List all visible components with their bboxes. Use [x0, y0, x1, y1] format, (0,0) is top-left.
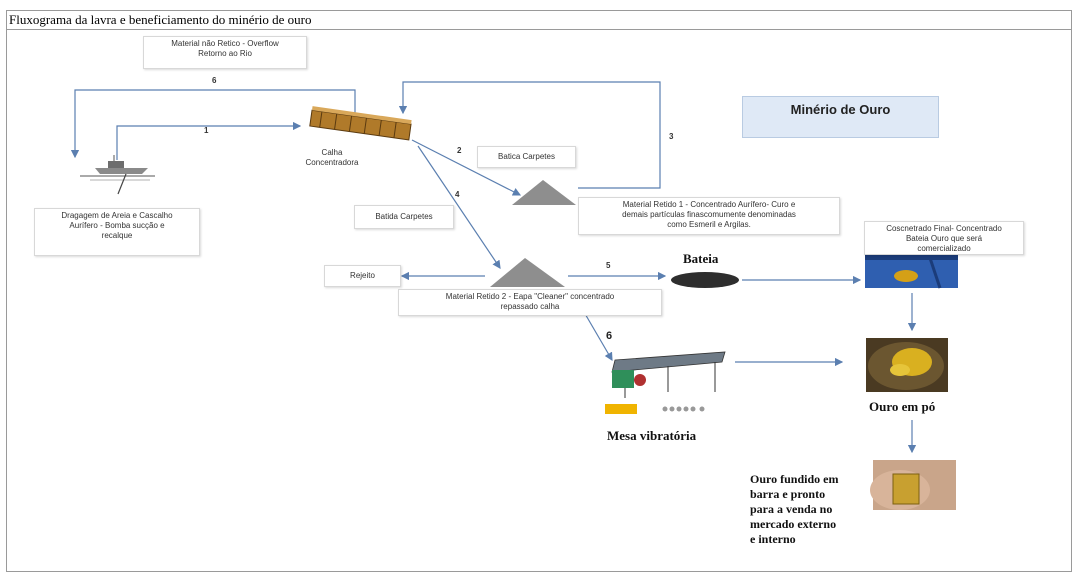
retido-2-box: Material Retido 2 - Eapa "Cleaner" conce… — [398, 289, 662, 316]
dredge-text-2: Aurífero - Bomba sucção e — [69, 221, 165, 230]
retido-2-text-2: repassado calha — [500, 302, 560, 311]
ouro-po-label: Ouro em pó — [869, 399, 936, 414]
final-text-2: Bateia Ouro que será — [905, 234, 983, 243]
retido-1-text-3: como Esmeril e Argilas. — [667, 220, 751, 229]
overflow-text-2: Retorno ao Rio — [198, 49, 252, 58]
step-1: 1 — [204, 126, 209, 135]
rejeito-box: Rejeito — [324, 265, 401, 287]
diagram-frame — [6, 10, 1072, 572]
step-6-top: 6 — [212, 76, 217, 85]
retido-1-text-1: Material Retido 1 - Concentrado Aurífero… — [622, 200, 796, 209]
final-concentrate-photo — [865, 254, 958, 289]
arrow-return-6 — [70, 89, 356, 159]
retido-1-box: Material Retido 1 - Concentrado Aurífero… — [578, 197, 840, 235]
step-5: 5 — [606, 261, 611, 270]
fundido-text-4: mercado externo — [750, 517, 837, 531]
dredge-boat-icon — [80, 155, 155, 195]
rejeito-text: Rejeito — [350, 271, 375, 280]
ore-heading: Minério de Ouro — [742, 96, 939, 138]
logo-badge — [605, 404, 637, 414]
shaking-table-icon — [611, 351, 726, 398]
final-text-1: Coscnetrado Final- Concentrado — [886, 224, 1002, 233]
step-4: 4 — [455, 190, 460, 199]
batida-box: Batida Carpetes — [354, 205, 454, 229]
final-text-3: comercializado — [917, 244, 971, 253]
arrow-4 — [417, 145, 501, 269]
mesa-label: Mesa vibratória — [607, 428, 697, 443]
concentrate-pile-1-icon — [512, 180, 576, 205]
title-divider — [6, 29, 1072, 30]
step-3: 3 — [669, 132, 674, 141]
gold-dust-photo — [866, 338, 948, 392]
fundido-text-2: barra e pronto — [750, 487, 826, 501]
arrow-2 — [411, 139, 522, 196]
batica-text: Batica Carpetes — [498, 152, 555, 161]
concentrate-pile-2-icon — [490, 258, 565, 287]
retido-2-text-1: Material Retido 2 - Eapa "Cleaner" conce… — [445, 292, 615, 301]
retido-1-text-2: demais partículas finascomumente denomin… — [622, 210, 796, 219]
final-concentrate-box: Coscnetrado Final- Concentrado Bateia Ou… — [864, 221, 1024, 255]
dredge-text-3: recalque — [101, 231, 133, 240]
step-6-mid: 6 — [606, 330, 613, 342]
bateia-label: Bateia — [683, 251, 719, 266]
license-icons — [662, 406, 705, 412]
fundido-text-3: para a venda no — [750, 502, 833, 516]
page-title: Fluxograma da lavra e beneficiamento do … — [9, 12, 312, 27]
dredge-text-1: Dragagem de Areia e Cascalho — [61, 211, 173, 220]
sluice-text-1: Calha — [321, 148, 343, 157]
dredge-box: Dragagem de Areia e Cascalho Aurífero - … — [34, 208, 200, 256]
sluice-text-2: Concentradora — [305, 158, 359, 167]
batica-box: Batica Carpetes — [477, 146, 576, 168]
fundido-text-5: e interno — [750, 532, 796, 546]
sluice-label: Calha Concentradora — [280, 148, 384, 168]
batida-text: Batida Carpetes — [375, 212, 433, 221]
step-2: 2 — [457, 146, 462, 155]
fundido-label: Ouro fundido em barra e pronto para a ve… — [750, 472, 838, 547]
fundido-text-1: Ouro fundido em — [750, 472, 839, 486]
gold-bar-photo — [870, 460, 956, 510]
sluice-icon — [309, 106, 412, 141]
overflow-box: Material não Retico - Overflow Retorno a… — [143, 36, 307, 69]
gold-pan-icon — [671, 272, 739, 288]
arrow-3 — [398, 81, 661, 189]
arrow-1 — [116, 121, 302, 160]
overflow-text-1: Material não Retico - Overflow — [171, 39, 279, 48]
